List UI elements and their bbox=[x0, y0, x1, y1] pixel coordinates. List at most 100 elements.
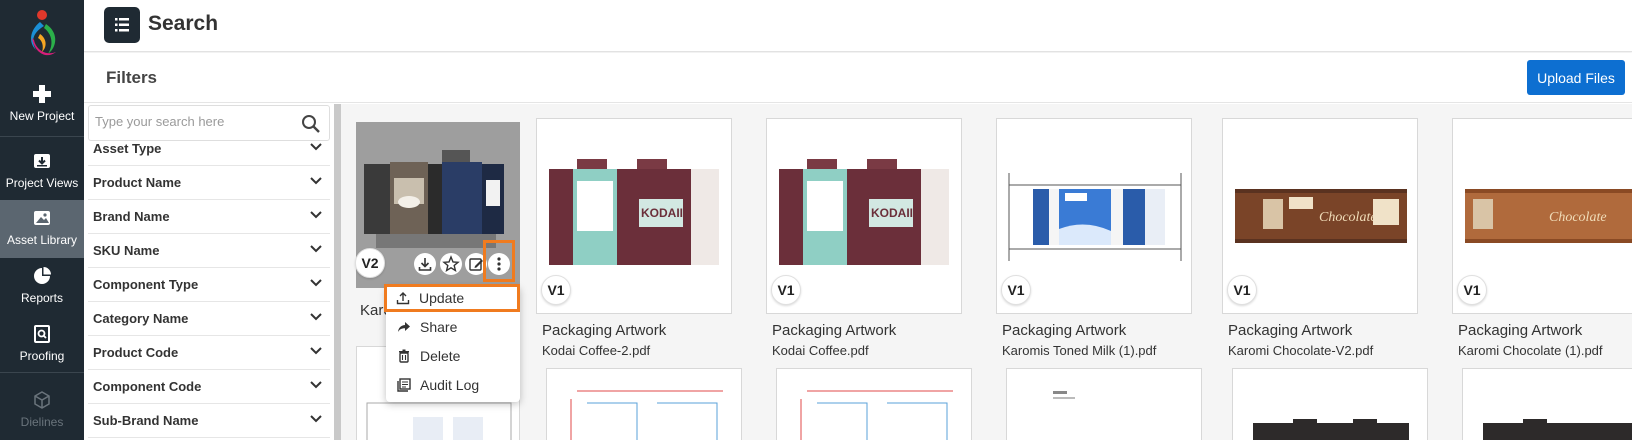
chevron-down-icon bbox=[310, 381, 322, 389]
filter-category-name[interactable]: Category Name bbox=[88, 302, 330, 336]
filter-label: Brand Name bbox=[93, 209, 170, 224]
download-box-icon bbox=[34, 154, 50, 168]
version-badge: V1 bbox=[1227, 275, 1257, 305]
chevron-down-icon bbox=[310, 313, 322, 321]
version-badge: V1 bbox=[1457, 275, 1487, 305]
menu-item-delete[interactable]: Delete bbox=[386, 343, 520, 371]
filter-label: SKU Name bbox=[93, 243, 160, 258]
filters-bar: Filters Upload Files bbox=[84, 53, 1632, 103]
asset-thumbnail bbox=[1483, 419, 1632, 440]
filter-product-name[interactable]: Product Name bbox=[88, 166, 330, 200]
filter-label: Sub-Brand Name bbox=[93, 413, 199, 428]
version-badge: V2 bbox=[355, 248, 385, 278]
filter-product-code[interactable]: Product Code bbox=[88, 336, 330, 370]
asset-card[interactable]: Chocolate V1 bbox=[1452, 118, 1632, 314]
rail-item-dielines[interactable]: Dielines bbox=[0, 382, 84, 440]
menu-item-label: Update bbox=[419, 290, 465, 306]
asset-name: Kodai Coffee.pdf bbox=[772, 343, 869, 358]
asset-card[interactable] bbox=[1462, 368, 1632, 440]
rail-item-asset-library[interactable]: Asset Library bbox=[0, 200, 84, 258]
more-options-button[interactable] bbox=[488, 253, 510, 275]
asset-thumbnail: KODAII bbox=[549, 159, 719, 265]
cube-icon bbox=[34, 391, 50, 409]
search-input[interactable] bbox=[95, 114, 295, 129]
trash-icon bbox=[399, 349, 409, 363]
svg-text:Chocolate: Chocolate bbox=[1319, 210, 1377, 225]
left-nav-rail: New Project Project Views Asset Library bbox=[0, 0, 84, 440]
image-icon bbox=[34, 211, 50, 225]
page-title: Search bbox=[148, 12, 219, 35]
rail-item-label: Reports bbox=[20, 291, 64, 305]
asset-card[interactable] bbox=[776, 368, 972, 440]
menu-item-audit-log[interactable]: Audit Log bbox=[386, 372, 520, 400]
filter-label: Product Code bbox=[93, 345, 179, 360]
menu-item-update[interactable]: Update bbox=[384, 284, 520, 312]
rail-item-label: New Project bbox=[9, 109, 75, 123]
svg-text:KODAII: KODAII bbox=[641, 206, 683, 220]
asset-name: Karomi Chocolate-V2.pdf bbox=[1228, 343, 1374, 358]
filter-panel: Asset Type Product Name Brand Name SKU N… bbox=[84, 104, 334, 440]
asset-thumbnail bbox=[800, 390, 953, 440]
chevron-down-icon bbox=[310, 279, 322, 287]
chevron-down-icon bbox=[310, 415, 322, 423]
menu-item-label: Delete bbox=[420, 348, 461, 364]
search-box bbox=[88, 105, 330, 141]
menu-toggle-button[interactable] bbox=[104, 7, 140, 43]
asset-card[interactable]: KODAII V1 bbox=[536, 118, 732, 314]
asset-thumbnail bbox=[364, 150, 504, 248]
rail-item-label: Project Views bbox=[5, 176, 79, 190]
asset-type: Packaging Artwork bbox=[1002, 322, 1127, 339]
download-button[interactable] bbox=[414, 253, 436, 275]
asset-card[interactable] bbox=[1232, 368, 1428, 440]
edit-icon bbox=[469, 258, 483, 271]
rail-item-label: Asset Library bbox=[6, 233, 78, 247]
asset-card[interactable]: V1 bbox=[996, 118, 1192, 314]
filter-component-type[interactable]: Component Type bbox=[88, 268, 330, 302]
asset-type: Packaging Artwork bbox=[542, 322, 667, 339]
download-icon bbox=[418, 258, 432, 271]
asset-thumbnail bbox=[570, 390, 723, 440]
asset-name: Karomi Chocolate (1).pdf bbox=[1458, 343, 1603, 358]
menu-item-label: Audit Log bbox=[420, 377, 480, 393]
plus-icon bbox=[33, 85, 51, 103]
rail-item-reports[interactable]: Reports bbox=[0, 258, 84, 316]
filter-panel-scrollbar[interactable] bbox=[334, 104, 341, 440]
asset-card[interactable] bbox=[546, 368, 742, 440]
asset-card[interactable] bbox=[1006, 368, 1202, 440]
menu-item-label: Share bbox=[420, 319, 458, 335]
share-icon bbox=[398, 322, 410, 332]
asset-thumbnail bbox=[1253, 419, 1409, 440]
rail-item-proofing[interactable]: Proofing bbox=[0, 316, 84, 374]
svg-text:Chocolate: Chocolate bbox=[1549, 210, 1607, 225]
asset-card[interactable]: KODAII V1 bbox=[766, 118, 962, 314]
asset-card[interactable]: Chocolate V1 bbox=[1222, 118, 1418, 314]
search-icon[interactable] bbox=[301, 114, 321, 134]
rail-divider bbox=[0, 372, 84, 373]
asset-type: Packaging Artwork bbox=[772, 322, 897, 339]
more-options-highlight bbox=[483, 240, 515, 282]
filter-brand-name[interactable]: Brand Name bbox=[88, 200, 330, 234]
top-header: Search bbox=[84, 0, 1632, 52]
filters-heading: Filters bbox=[106, 68, 158, 87]
svg-text:KODAII: KODAII bbox=[871, 206, 913, 220]
filter-sku-name[interactable]: SKU Name bbox=[88, 234, 330, 268]
asset-name: Karomis Toned Milk (1).pdf bbox=[1002, 343, 1157, 358]
menu-item-share[interactable]: Share bbox=[386, 314, 520, 342]
filter-sub-brand-name[interactable]: Sub-Brand Name bbox=[88, 404, 330, 438]
asset-thumbnail: KODAII bbox=[779, 159, 949, 265]
rail-item-project-views[interactable]: Project Views bbox=[0, 143, 84, 201]
filter-label: Category Name bbox=[93, 311, 189, 326]
chevron-down-icon bbox=[310, 143, 322, 151]
asset-thumbnail bbox=[1008, 173, 1182, 261]
filter-component-code[interactable]: Component Code bbox=[88, 370, 330, 404]
upload-files-button[interactable]: Upload Files bbox=[1527, 60, 1625, 95]
rail-item-new-project[interactable]: New Project bbox=[0, 76, 84, 134]
filter-asset-type[interactable]: Asset Type bbox=[88, 132, 330, 166]
upload-icon bbox=[396, 292, 410, 305]
rail-item-label: Proofing bbox=[19, 349, 65, 363]
pie-chart-icon bbox=[34, 267, 51, 284]
edit-button[interactable] bbox=[465, 253, 487, 275]
rail-divider bbox=[0, 136, 84, 137]
favorite-button[interactable] bbox=[440, 253, 462, 275]
